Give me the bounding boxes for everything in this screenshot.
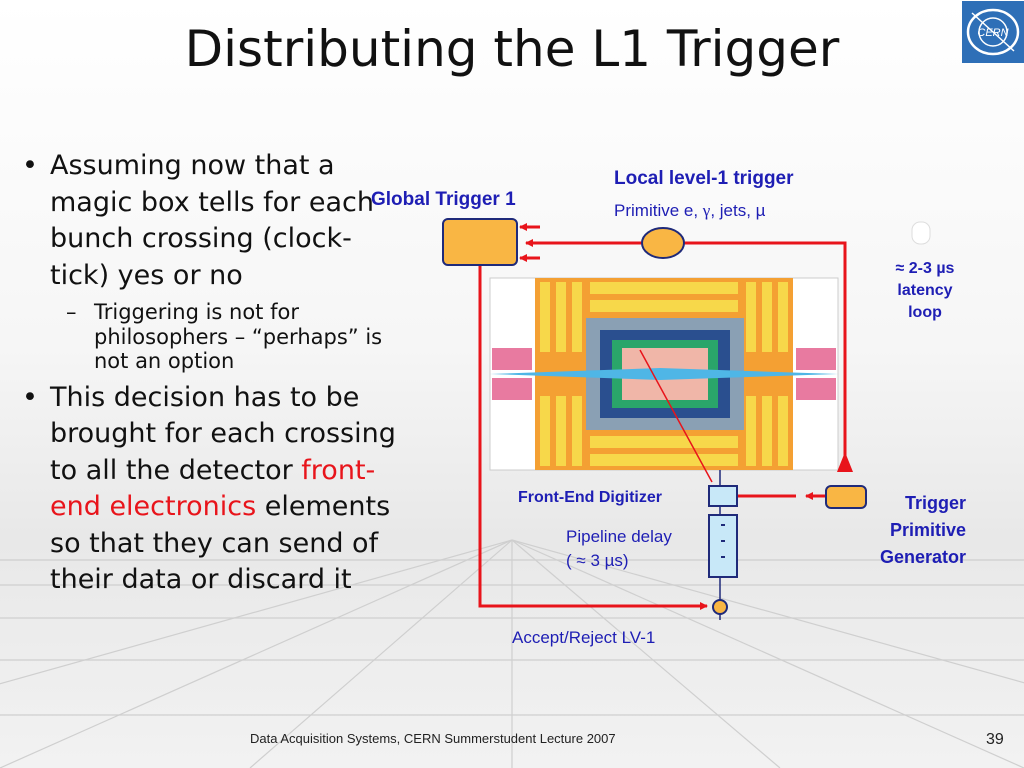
page-number: 39 xyxy=(986,731,1004,748)
bullet-decision-text-1: This decision has to be brought for each… xyxy=(50,381,396,486)
generator-word: Generator xyxy=(879,547,966,567)
pipeline-delay-title: Pipeline delay xyxy=(566,527,672,546)
bullet-decision-text-2: elements so that they can send of their … xyxy=(50,491,391,595)
bullet-list: Assuming now that a magic box tells for … xyxy=(20,148,405,599)
primitive-word: Primitive xyxy=(889,520,966,540)
latency-oval-icon xyxy=(911,221,931,245)
trigger-word: Trigger xyxy=(904,493,966,513)
accept-reject-label: Accept/Reject LV-1 xyxy=(512,628,656,647)
footer-text: Data Acquisition Systems, CERN Summerstu… xyxy=(250,731,616,746)
loop-word: loop xyxy=(908,304,942,321)
cern-logo-text: CERN xyxy=(977,27,1008,39)
local-trigger-ellipse xyxy=(641,227,685,259)
primitive-label-text-1: Primitive e, xyxy=(614,201,703,220)
front-end-electronics-highlight: front-end electronics xyxy=(50,454,376,523)
primitive-label: Primitive e, γ, jets, µ xyxy=(614,201,765,221)
accept-reject-switch xyxy=(712,599,728,615)
bullet-magic-box: Assuming now that a magic box tells for … xyxy=(20,148,405,294)
detector-cross-section xyxy=(489,277,839,471)
local-trigger-label: Local level-1 trigger xyxy=(614,168,794,189)
pipeline-delay-label: Pipeline delay ( ≈ 3 µs) xyxy=(566,525,672,573)
latency-word: latency xyxy=(897,282,953,299)
latency-value: ≈ 2-3 µs xyxy=(895,260,955,277)
global-trigger-label: Global Trigger 1 xyxy=(371,189,516,210)
sub-bullet-philosophers: Triggering is not for philosophers – “pe… xyxy=(20,300,405,374)
pipeline-delay-value: ( ≈ 3 µs) xyxy=(566,551,629,570)
latency-loop-label: ≈ 2-3 µs latency loop xyxy=(860,258,990,324)
bullet-decision: This decision has to be brought for each… xyxy=(20,380,405,599)
gamma-symbol: γ xyxy=(702,201,711,220)
primitive-label-text-2: , jets, µ xyxy=(710,201,766,220)
slide-title: Distributing the L1 Trigger xyxy=(184,20,840,78)
trigger-primitive-generator-label: Trigger Primitive Generator xyxy=(840,490,966,571)
global-trigger-box xyxy=(442,218,518,266)
front-end-digitizer-box xyxy=(708,485,738,507)
trigger-primitive-box xyxy=(825,485,867,509)
cern-logo: CERN xyxy=(962,1,1024,63)
front-end-digitizer-label: Front-End Digitizer xyxy=(518,489,662,506)
